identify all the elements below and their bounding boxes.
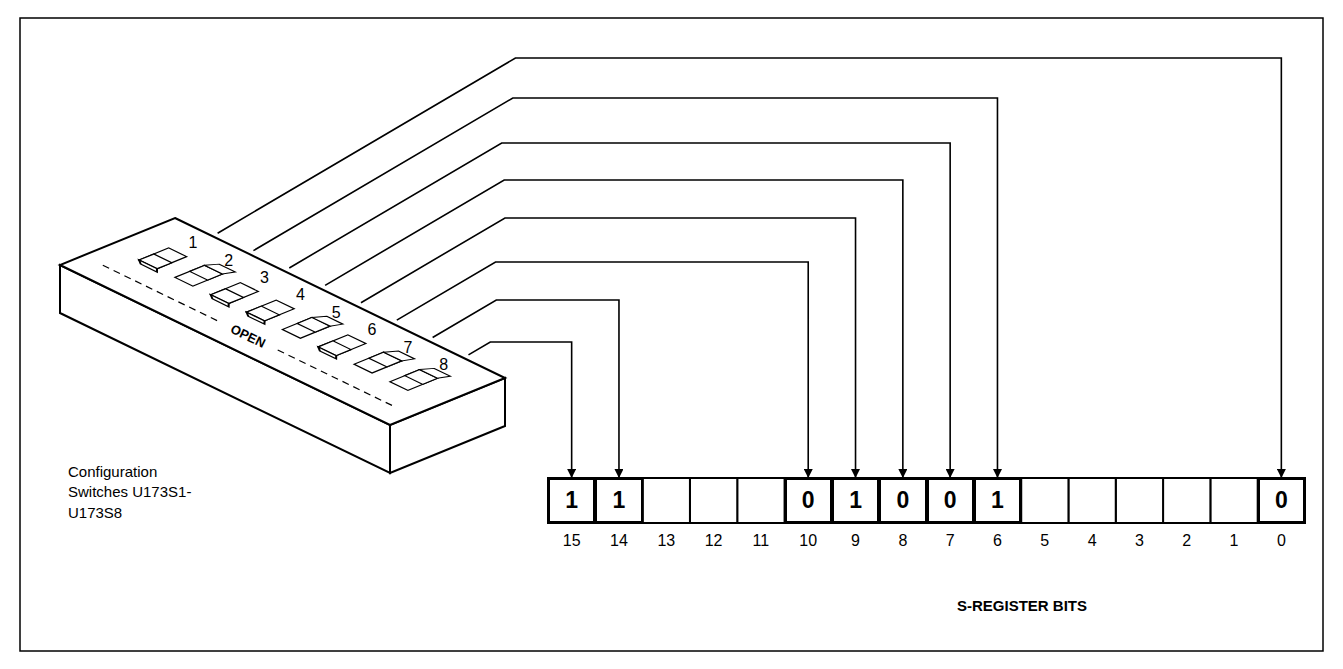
bit-number: 0: [1277, 532, 1286, 550]
register-bit-cell: 0: [785, 478, 832, 523]
switch-number: 1: [188, 234, 197, 252]
register-bit-cell: 1: [595, 478, 642, 523]
leader-line: [361, 218, 856, 478]
bit-number: 1: [1230, 532, 1239, 550]
bit-number: 3: [1135, 532, 1144, 550]
figure-frame: [20, 18, 1323, 651]
register-bit-cell: 0: [1258, 478, 1305, 523]
register-bit-cell: 0: [879, 478, 926, 523]
bit-value: 0: [896, 489, 909, 512]
switch-number: 8: [439, 356, 448, 374]
bit-number: 2: [1182, 532, 1191, 550]
switch-number: 6: [368, 321, 377, 339]
switch-lever: [315, 335, 370, 359]
switch-lever: [207, 283, 262, 307]
register-bit-cell: 0: [927, 478, 974, 523]
leader-line: [468, 342, 571, 478]
bit-value: 1: [613, 489, 626, 512]
register-bit-cell: 1: [974, 478, 1021, 523]
dip-switch-body: [60, 218, 505, 473]
bit-number: 4: [1088, 532, 1097, 550]
leader-line: [397, 262, 808, 478]
switch-number: 4: [296, 286, 305, 304]
caption-text: Configuration Switches U173S1-U173S8: [68, 462, 193, 523]
bit-number: 14: [610, 532, 628, 550]
register-title: S-REGISTER BITS: [957, 597, 1087, 614]
bit-value: 0: [1275, 489, 1288, 512]
bit-value: 1: [565, 489, 578, 512]
bit-number: 9: [851, 532, 860, 550]
register-bit-cell: 1: [548, 478, 595, 523]
bit-number: 11: [753, 532, 770, 550]
bit-number: 7: [946, 532, 955, 550]
bit-number: 6: [993, 532, 1002, 550]
s-register: [548, 478, 1305, 523]
bit-value: 1: [991, 489, 1004, 512]
leader-line: [253, 98, 997, 478]
leader-line: [218, 58, 1282, 478]
switch-lever: [243, 300, 298, 324]
switch-number: 3: [260, 269, 269, 287]
bit-value: 0: [802, 489, 815, 512]
leader-line: [289, 143, 950, 478]
switch-number: 2: [224, 252, 233, 270]
bit-number: 10: [799, 532, 817, 550]
switch-number: 5: [332, 304, 341, 322]
bit-value: 1: [849, 489, 862, 512]
register-bit-cell: 1: [832, 478, 879, 523]
leader-line: [325, 180, 903, 478]
switch-lever: [135, 248, 190, 272]
bit-number: 8: [898, 532, 907, 550]
bit-number: 15: [563, 532, 581, 550]
bit-number: 5: [1040, 532, 1049, 550]
switch-number: 7: [403, 339, 412, 357]
bit-number: 12: [705, 532, 723, 550]
bit-number: 13: [657, 532, 675, 550]
leader-line: [433, 300, 619, 478]
bit-value: 0: [944, 489, 957, 512]
